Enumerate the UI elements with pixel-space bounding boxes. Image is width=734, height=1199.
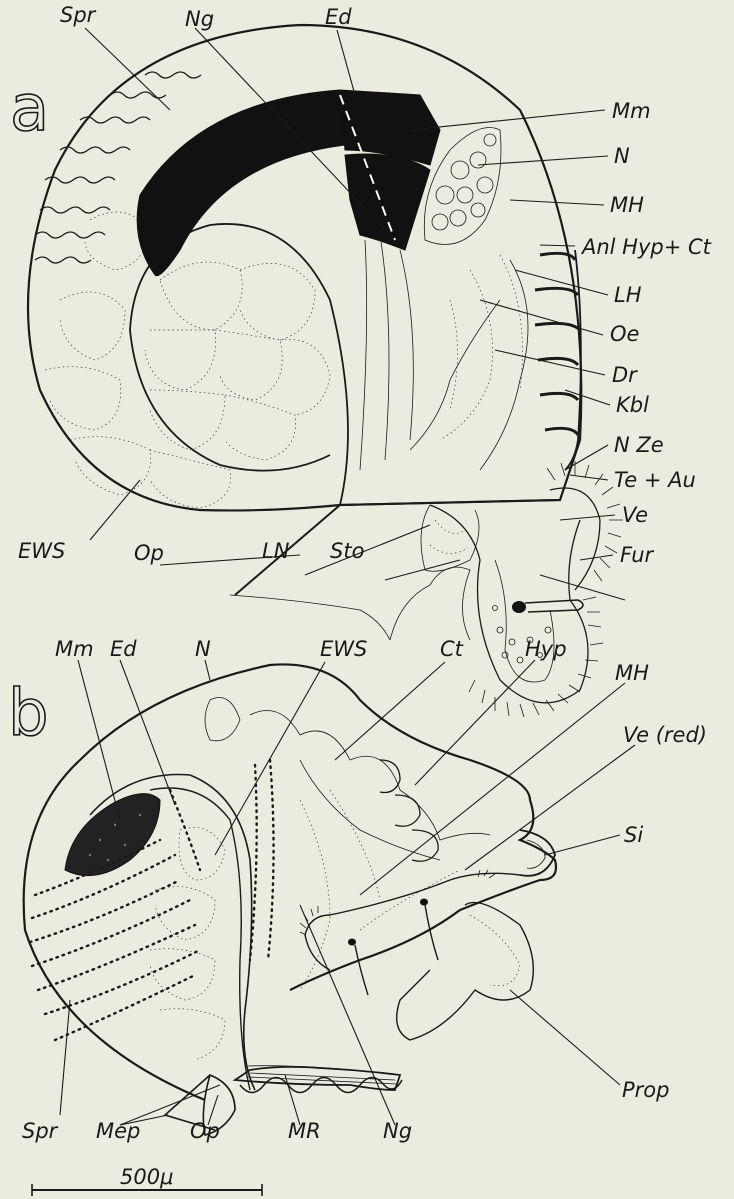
panel-b-letter: b: [8, 677, 49, 751]
panel-b-leaders: [60, 660, 635, 1125]
panel-a-cephalic-sac-dots: [430, 520, 468, 553]
label-a-mh: MH: [610, 193, 644, 217]
panel-a-eye: [512, 601, 526, 613]
panel-a-foot: [495, 560, 554, 682]
label-b-ed: Ed: [110, 637, 137, 661]
panel-b-velum-cilia: [300, 870, 495, 935]
label-a-kbl: Kbl: [616, 393, 649, 417]
panel-a-larval-body: [430, 505, 588, 703]
panel-b-eye-1: [348, 939, 356, 946]
panel-a-lower-shell: [230, 595, 390, 640]
panel-b-eye-stalks: [355, 905, 438, 995]
scale-bar: 500μ: [32, 1165, 262, 1196]
label-a-ed: Ed: [325, 5, 352, 29]
label-b-si: Si: [624, 823, 643, 847]
label-a-mm: Mm: [612, 99, 651, 123]
panel-b-eye-2: [420, 899, 428, 906]
label-b-op: Op: [190, 1119, 220, 1143]
panel-a-aperture: [340, 500, 560, 505]
label-b-mh: MH: [615, 661, 649, 685]
panel-a-mantle-lines: [360, 235, 528, 470]
label-b-vered: Ve (red): [623, 723, 707, 747]
panel-a-digestive-gland: [137, 90, 345, 276]
panel-b-propodium: [397, 903, 534, 1041]
panel-b-yolk-cells: [150, 828, 225, 1061]
label-b-spr: Spr: [22, 1119, 59, 1143]
label-b-mm: Mm: [55, 637, 94, 661]
panel-a-midgut: [345, 154, 430, 250]
panel-b-hyp-lobes: [380, 760, 438, 861]
label-a-teau: Te + Au: [614, 468, 696, 492]
panel-a-black-lobe: [340, 90, 440, 165]
panel-b-shell-outline: [24, 664, 556, 1100]
label-a-op: Op: [134, 541, 164, 565]
label-b-mep: Mep: [96, 1119, 140, 1143]
label-b-ng: Ng: [383, 1119, 412, 1143]
label-a-lh: LH: [614, 283, 642, 307]
scale-bar-label: 500μ: [120, 1165, 173, 1189]
panel-a: a: [10, 3, 712, 717]
label-b-ews: EWS: [320, 637, 367, 661]
label-a-n: N: [614, 144, 630, 168]
panel-a-mantle-dots: [440, 255, 523, 440]
label-b-ct: Ct: [440, 637, 464, 661]
label-a-sto: Sto: [330, 539, 364, 563]
label-b-mr: MR: [288, 1119, 321, 1143]
label-a-oe: Oe: [610, 322, 639, 346]
label-a-ln: LN: [262, 539, 290, 563]
label-a-nze: N Ze: [614, 433, 664, 457]
label-a-ve: Ve: [622, 503, 648, 527]
label-a-dr: Dr: [612, 363, 638, 387]
panel-a-yolk-cells: [45, 212, 330, 508]
panel-a-velum-lobe-upper: [550, 488, 600, 590]
panel-a-stomodaeum: [390, 567, 470, 640]
label-b-n: N: [195, 637, 211, 661]
panel-b-mantle-folds: [205, 698, 490, 861]
panel-b: b: [8, 637, 707, 1143]
panel-b-head: [305, 873, 520, 970]
label-b-hyp: Hyp: [525, 637, 567, 661]
label-a-ews: EWS: [18, 539, 65, 563]
label-a-anl: Anl Hyp+ Ct: [580, 235, 712, 259]
label-a-spr: Spr: [60, 3, 97, 27]
panel-a-letter: a: [10, 72, 49, 146]
panel-b-propodium-inner: [470, 915, 520, 986]
label-b-prop: Prop: [622, 1078, 669, 1102]
label-a-ng: Ng: [185, 7, 214, 31]
label-a-fur: Fur: [620, 543, 655, 567]
